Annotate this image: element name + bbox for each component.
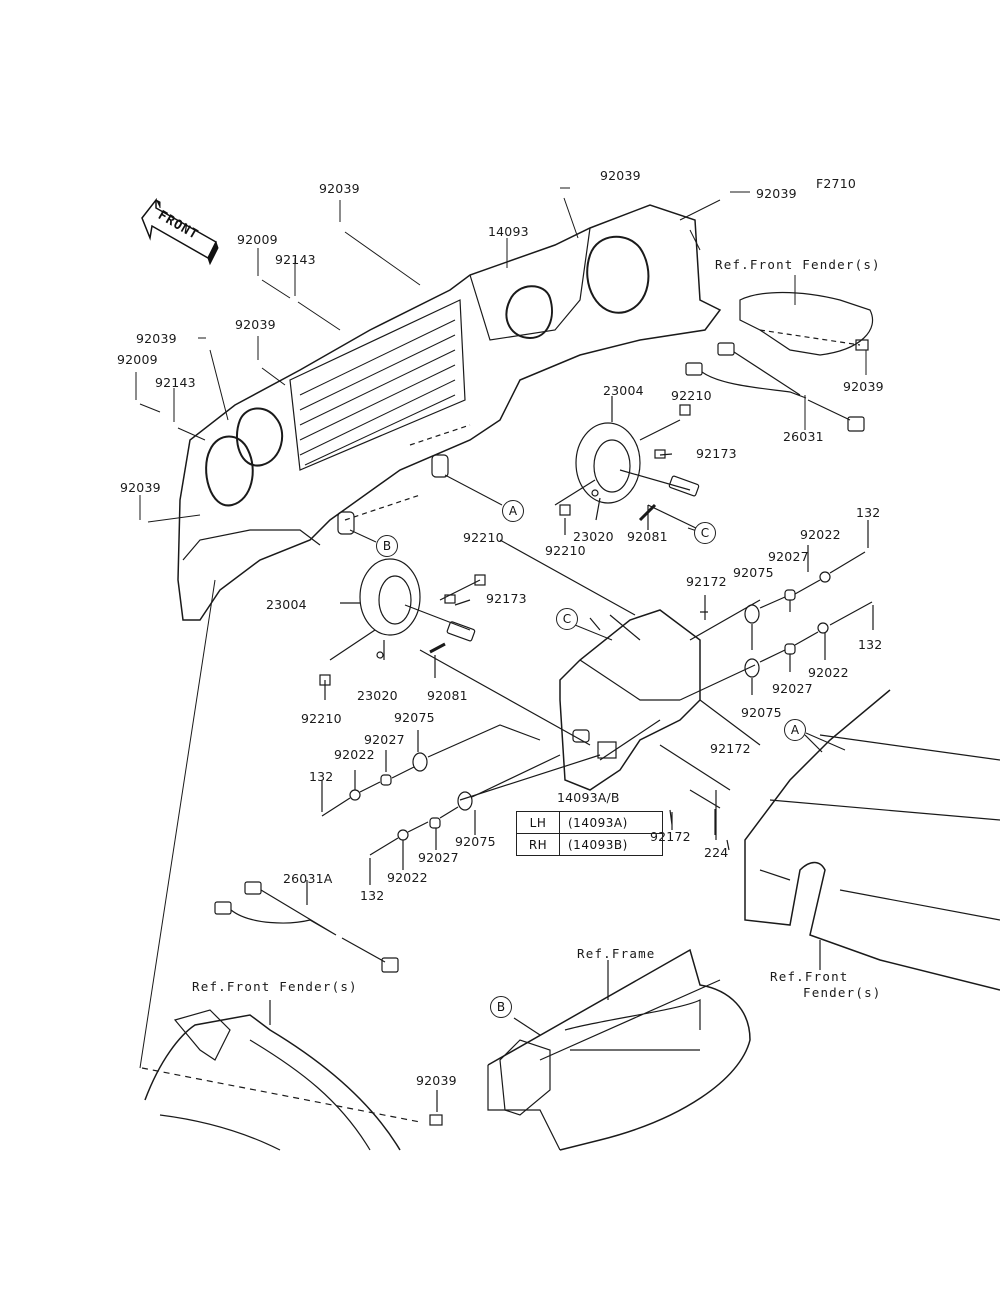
part-label[interactable]: 92022 bbox=[387, 870, 428, 885]
rubber-mount-a bbox=[431, 454, 449, 478]
part-label[interactable]: 92210 bbox=[463, 530, 504, 545]
part-label[interactable]: 23020 bbox=[357, 688, 398, 703]
side-cell: RH bbox=[516, 833, 560, 856]
table-row: LH (14093A) bbox=[516, 811, 663, 834]
clip-icon bbox=[429, 1114, 443, 1126]
part-label[interactable]: 14093 bbox=[488, 224, 529, 239]
part-label[interactable]: 23004 bbox=[266, 597, 307, 612]
arrow-left-icon bbox=[141, 197, 219, 266]
part-label[interactable]: 92173 bbox=[486, 591, 527, 606]
grille-slats bbox=[299, 319, 456, 466]
side-cell: LH bbox=[516, 811, 560, 834]
bolts-lower-right bbox=[669, 789, 730, 851]
callout-a-fender: A bbox=[784, 719, 806, 741]
wire-harness-26031 bbox=[685, 342, 865, 432]
front-direction-arrow: FRONT bbox=[138, 196, 220, 268]
front-fender-right bbox=[744, 689, 1000, 991]
part-label[interactable]: 92143 bbox=[155, 375, 196, 390]
ref-front-fender-right-line1: Ref.Front bbox=[770, 969, 849, 984]
part-label[interactable]: 92022 bbox=[808, 665, 849, 680]
part-label[interactable]: 92039 bbox=[136, 331, 177, 346]
part-label[interactable]: 92039 bbox=[235, 317, 276, 332]
headlight-left bbox=[319, 558, 591, 746]
part-label[interactable]: 14093A/B bbox=[557, 790, 620, 805]
part-label[interactable]: 92075 bbox=[394, 710, 435, 725]
part-label[interactable]: 92075 bbox=[455, 834, 496, 849]
part-label[interactable]: 92039 bbox=[756, 186, 797, 201]
fasteners-right bbox=[744, 520, 874, 695]
headlight-right bbox=[554, 396, 701, 535]
ref-front-fender-right-line2: Fender(s) bbox=[803, 985, 882, 1000]
ref-front-fender-bottom: Ref.Front Fender(s) bbox=[192, 979, 358, 994]
part-cell: (14093A) bbox=[559, 811, 663, 834]
part-label[interactable]: 92039 bbox=[843, 379, 884, 394]
part-label[interactable]: 92039 bbox=[120, 480, 161, 495]
part-label[interactable]: 92173 bbox=[696, 446, 737, 461]
part-label[interactable]: 92081 bbox=[627, 529, 668, 544]
part-label[interactable]: 92022 bbox=[800, 527, 841, 542]
part-label[interactable]: 92039 bbox=[600, 168, 641, 183]
table-row: RH (14093B) bbox=[516, 833, 663, 856]
wire-harness-26031A bbox=[214, 880, 399, 973]
part-label[interactable]: 92210 bbox=[545, 543, 586, 558]
ref-frame: Ref.Frame bbox=[577, 946, 656, 961]
callout-c: C bbox=[694, 522, 716, 544]
part-cell: (14093B) bbox=[559, 833, 663, 856]
part-label[interactable]: 92009 bbox=[237, 232, 278, 247]
headlight-bracket bbox=[459, 539, 761, 801]
part-label[interactable]: 92075 bbox=[741, 705, 782, 720]
part-label[interactable]: 92075 bbox=[733, 565, 774, 580]
clip-icon bbox=[855, 339, 869, 351]
part-label[interactable]: 92027 bbox=[768, 549, 809, 564]
leader-lines bbox=[135, 187, 867, 523]
part-label[interactable]: 92039 bbox=[416, 1073, 457, 1088]
part-label[interactable]: 132 bbox=[858, 637, 883, 652]
front-fender-top-right bbox=[739, 291, 874, 356]
callout-leaders bbox=[349, 474, 846, 751]
part-label[interactable]: 132 bbox=[309, 769, 334, 784]
part-label[interactable]: 92143 bbox=[275, 252, 316, 267]
callout-b-frame: B bbox=[490, 996, 512, 1018]
front-fender-bottom-left bbox=[139, 579, 443, 1151]
diagram-code: F2710 bbox=[816, 176, 857, 191]
part-label[interactable]: 132 bbox=[360, 888, 385, 903]
frame-reference bbox=[487, 948, 751, 1151]
part-label[interactable]: 92009 bbox=[117, 352, 158, 367]
part-label[interactable]: 23020 bbox=[573, 529, 614, 544]
part-label[interactable]: 92172 bbox=[686, 574, 727, 589]
part-label[interactable]: 224 bbox=[704, 845, 729, 860]
ref-front-fender-top: Ref.Front Fender(s) bbox=[715, 257, 881, 272]
part-label[interactable]: 92027 bbox=[364, 732, 405, 747]
part-label[interactable]: 92027 bbox=[418, 850, 459, 865]
part-label[interactable]: 92210 bbox=[671, 388, 712, 403]
part-label[interactable]: 92210 bbox=[301, 711, 342, 726]
part-label[interactable]: 92027 bbox=[772, 681, 813, 696]
side-variant-table: LH (14093A) RH (14093B) bbox=[516, 811, 663, 856]
callout-a: A bbox=[502, 500, 524, 522]
headlight-cover-assembly bbox=[177, 204, 722, 621]
part-label[interactable]: 92039 bbox=[319, 181, 360, 196]
part-label[interactable]: 92022 bbox=[334, 747, 375, 762]
rubber-mount-b bbox=[337, 511, 355, 535]
part-label[interactable]: 132 bbox=[856, 505, 881, 520]
part-label[interactable]: 92172 bbox=[710, 741, 751, 756]
part-label[interactable]: 26031A bbox=[283, 871, 333, 886]
callout-c-bracket: C bbox=[556, 608, 578, 630]
part-label[interactable]: 23004 bbox=[603, 383, 644, 398]
callout-b: B bbox=[376, 535, 398, 557]
part-label[interactable]: 92081 bbox=[427, 688, 468, 703]
fasteners-left bbox=[321, 724, 561, 885]
part-label[interactable]: 26031 bbox=[783, 429, 824, 444]
